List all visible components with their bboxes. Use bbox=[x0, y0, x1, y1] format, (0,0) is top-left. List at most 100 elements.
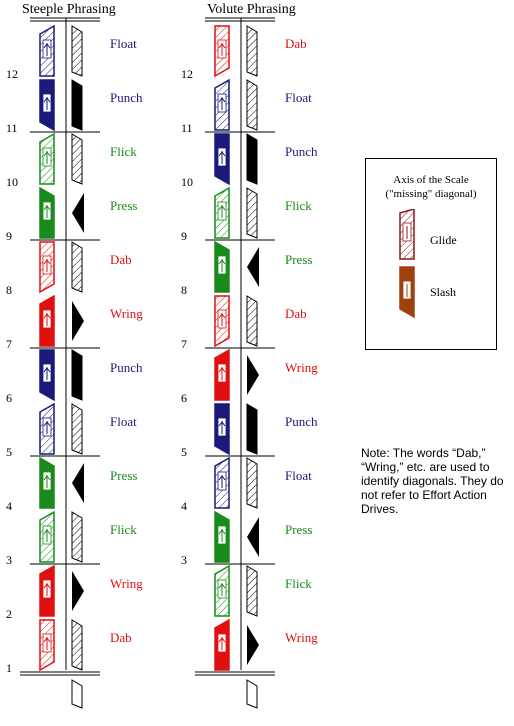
support-symbol bbox=[246, 187, 258, 239]
measure-number: 6 bbox=[181, 391, 187, 405]
support-symbol bbox=[72, 463, 84, 503]
volute-staff: DabFloatPunchFlickPressDabWringPunchFloa… bbox=[181, 17, 318, 709]
arrow-glyph bbox=[43, 151, 51, 157]
item-label: Press bbox=[285, 522, 312, 537]
support-symbol bbox=[71, 25, 83, 77]
support-symbol bbox=[246, 457, 258, 509]
item-label: Float bbox=[110, 36, 137, 51]
item-label: Punch bbox=[285, 144, 318, 159]
arrow-glyph bbox=[218, 367, 226, 373]
measure-number: 7 bbox=[6, 337, 12, 351]
item-label: Flick bbox=[110, 522, 137, 537]
item-label: Flick bbox=[285, 576, 312, 591]
item-label: Float bbox=[110, 414, 137, 429]
measure-number: 3 bbox=[6, 553, 12, 567]
measure-number: 4 bbox=[6, 499, 12, 513]
measure-number: 2 bbox=[6, 607, 12, 621]
measure-number: 5 bbox=[6, 445, 12, 459]
item-label: Wring bbox=[285, 360, 318, 375]
item-label: Wring bbox=[110, 306, 143, 321]
measure-number: 8 bbox=[181, 283, 187, 297]
support-symbol bbox=[246, 25, 258, 77]
support-symbol bbox=[71, 619, 83, 671]
measure-number: 9 bbox=[181, 229, 187, 243]
measure-number: 8 bbox=[6, 283, 12, 297]
item-label: Dab bbox=[285, 306, 307, 321]
support-symbol bbox=[71, 403, 83, 455]
support-symbol bbox=[246, 679, 258, 709]
legend-slash-label: Slash bbox=[430, 285, 457, 299]
support-symbol bbox=[246, 295, 258, 347]
arrow-glyph bbox=[218, 97, 226, 103]
support-symbol bbox=[71, 679, 83, 709]
support-symbol bbox=[71, 79, 83, 131]
arrow-glyph bbox=[43, 529, 51, 535]
support-symbol bbox=[247, 517, 259, 557]
measure-number: 9 bbox=[6, 229, 12, 243]
support-symbol bbox=[247, 355, 259, 395]
support-symbol bbox=[71, 511, 83, 563]
arrow-glyph bbox=[218, 475, 226, 481]
measure-number: 10 bbox=[181, 175, 193, 189]
support-symbol bbox=[246, 79, 258, 131]
volute-title: Volute Phrasing bbox=[207, 2, 296, 17]
support-symbol bbox=[71, 349, 83, 401]
arrow-glyph bbox=[43, 205, 51, 211]
measure-number: 5 bbox=[181, 445, 187, 459]
item-label: Press bbox=[285, 252, 312, 267]
measure-number: 12 bbox=[181, 67, 193, 81]
support-symbol bbox=[246, 565, 258, 617]
support-symbol bbox=[72, 571, 84, 611]
arrow-glyph bbox=[218, 313, 226, 319]
arrow-glyph bbox=[43, 475, 51, 481]
arrow-glyph bbox=[43, 637, 51, 643]
item-label: Flick bbox=[110, 144, 137, 159]
support-symbol bbox=[71, 241, 83, 293]
arrow-glyph bbox=[43, 367, 51, 373]
arrow-glyph bbox=[218, 43, 226, 49]
measure-number: 12 bbox=[6, 67, 18, 81]
arrow-glyph bbox=[43, 43, 51, 49]
arrow-glyph bbox=[218, 259, 226, 265]
arrow-glyph bbox=[218, 583, 226, 589]
measure-number: 4 bbox=[181, 499, 187, 513]
item-label: Wring bbox=[285, 630, 318, 645]
support-symbol bbox=[71, 133, 83, 185]
arrow-glyph bbox=[43, 313, 51, 319]
measure-number: 10 bbox=[6, 175, 18, 189]
arrow-glyph bbox=[43, 259, 51, 265]
legend-title-line2: ("missing" diagonal) bbox=[385, 188, 477, 200]
item-label: Wring bbox=[110, 576, 143, 591]
legend-box: Axis of the Scale ("missing" diagonal) G… bbox=[365, 158, 497, 350]
item-label: Punch bbox=[110, 90, 143, 105]
arrow-glyph bbox=[43, 421, 51, 427]
measure-number: 6 bbox=[6, 391, 12, 405]
item-label: Float bbox=[285, 468, 312, 483]
measure-number: 11 bbox=[6, 121, 18, 135]
support-symbol bbox=[247, 625, 259, 665]
measure-number: 11 bbox=[181, 121, 193, 135]
item-label: Float bbox=[285, 90, 312, 105]
note-text: Note: The words “Dab,” “Wring,” etc. are… bbox=[361, 446, 504, 516]
legend-title-line1: Axis of the Scale bbox=[393, 174, 469, 186]
measure-number: 3 bbox=[181, 553, 187, 567]
legend-symbols bbox=[399, 209, 415, 319]
arrow-glyph bbox=[218, 151, 226, 157]
legend-title: Axis of the Scale ("missing" diagonal) bbox=[366, 173, 496, 201]
support-symbol bbox=[247, 247, 259, 287]
arrow-glyph bbox=[43, 97, 51, 103]
item-label: Press bbox=[110, 198, 137, 213]
measure-number: 7 bbox=[181, 337, 187, 351]
item-label: Dab bbox=[285, 36, 307, 51]
arrow-glyph bbox=[218, 421, 226, 427]
arrow-glyph bbox=[43, 583, 51, 589]
arrow-glyph bbox=[218, 637, 226, 643]
legend-glide-label: Glide bbox=[430, 233, 457, 247]
item-label: Dab bbox=[110, 630, 132, 645]
support-symbol bbox=[72, 193, 84, 233]
arrow-glyph bbox=[218, 205, 226, 211]
item-label: Punch bbox=[285, 414, 318, 429]
steeple-staff: FloatPunchFlickPressDabWringPunchFloatPr… bbox=[6, 17, 143, 709]
measure-number: 1 bbox=[6, 661, 12, 675]
